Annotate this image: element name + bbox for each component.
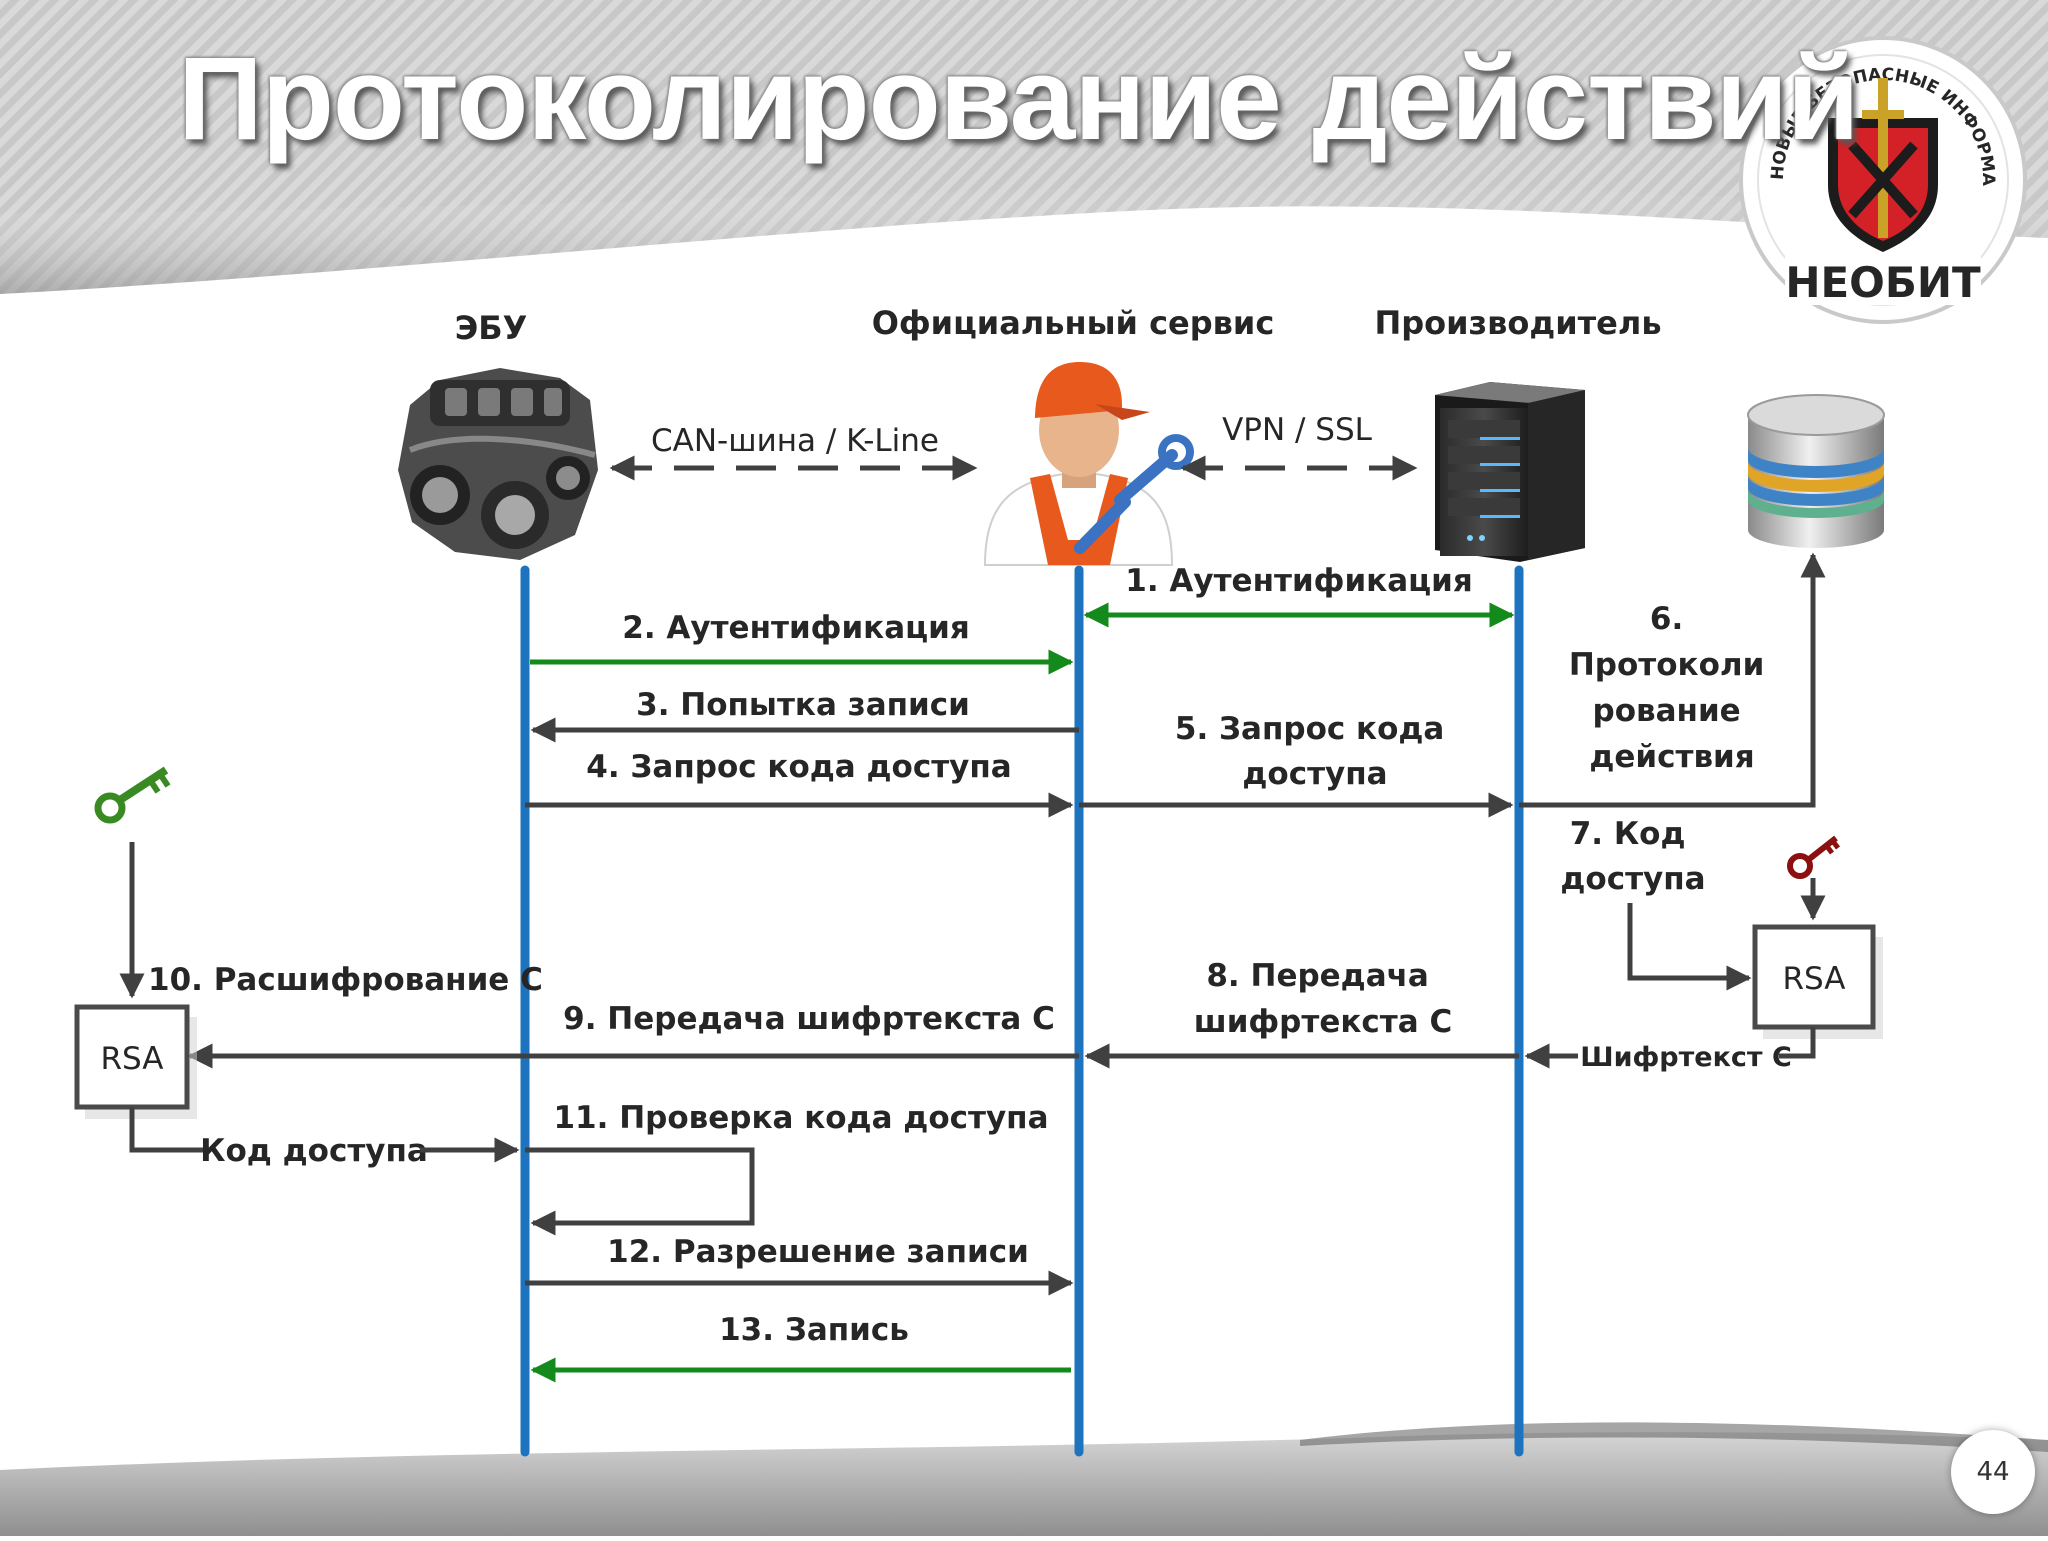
- key-icon: [1787, 835, 1840, 879]
- step-6-label: 6. Протоколи рование действия: [1569, 601, 1775, 775]
- actor-service: Официальный сервис: [872, 304, 1275, 342]
- step-11-label: 11. Проверка кода доступа: [553, 1100, 1048, 1136]
- step-7-arrow: [1627, 903, 1752, 991]
- step-3-label: 3. Попытка записи: [636, 687, 970, 723]
- rsa-left-label: RSA: [101, 1041, 164, 1077]
- actor-ecu: ЭБУ: [455, 309, 528, 347]
- mechanic-icon: [983, 362, 1194, 566]
- step-11-arrow: [525, 1147, 755, 1236]
- ciphertext-arrow: [1779, 1027, 1816, 1059]
- database-icon: [1747, 394, 1885, 548]
- can-bus-label: CAN-шина / K-Line: [651, 423, 939, 459]
- footer-band: [0, 1422, 2048, 1536]
- step-7-label: 7. Код доступа: [1560, 816, 1705, 897]
- ciphertext-label: Шифртекст С: [1580, 1042, 1792, 1073]
- header-band: [0, 0, 2048, 294]
- step-4-label: 4. Запрос кода доступа: [586, 749, 1011, 785]
- page-title: Протоколирование действий: [178, 33, 1860, 165]
- step-12-label: 12. Разрешение записи: [607, 1234, 1029, 1270]
- step-1-label: 1. Аутентификация: [1125, 563, 1472, 599]
- access-code-label: Код доступа: [200, 1133, 428, 1169]
- step-10-label: 10. Расшифрование С: [148, 962, 543, 998]
- logo-name: НЕОБИТ: [1785, 258, 1981, 307]
- step-6-arrow: [1519, 552, 1826, 808]
- vpn-label: VPN / SSL: [1222, 412, 1373, 448]
- actor-manufacturer: Производитель: [1374, 304, 1661, 342]
- key-icon: [94, 766, 171, 824]
- engine-icon: [398, 368, 598, 560]
- rsa-right-label: RSA: [1783, 961, 1846, 997]
- rsa-box-right: RSA: [1752, 924, 1883, 1039]
- step-13-label: 13. Запись: [719, 1312, 909, 1348]
- step-9-label: 9. Передача шифртекста С: [563, 1001, 1055, 1037]
- server-icon: [1435, 382, 1585, 562]
- page-number: 44: [1951, 1430, 2035, 1514]
- access-code-line: [129, 1107, 205, 1153]
- step-2-label: 2. Аутентификация: [622, 610, 969, 646]
- step-5-label: 5. Запрос кода доступа: [1175, 711, 1455, 792]
- step-8-label: 8. Передача шифртекста С: [1194, 958, 1452, 1040]
- rsa-box-left: RSA: [74, 1004, 197, 1119]
